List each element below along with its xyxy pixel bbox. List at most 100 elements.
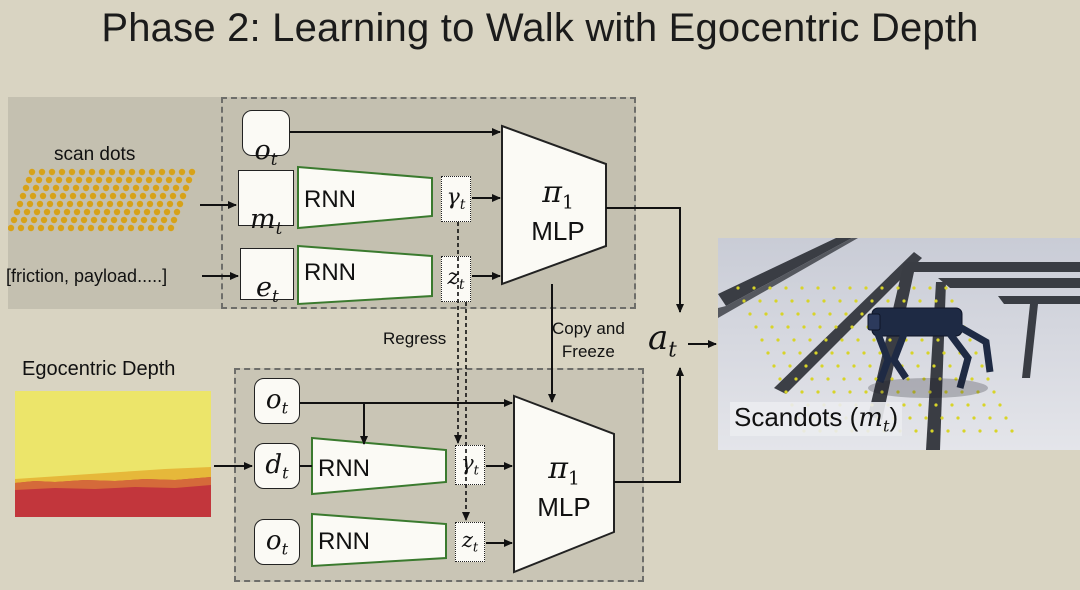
scan-dot xyxy=(165,176,173,184)
sim-scan-dot xyxy=(846,351,850,355)
teacher-gamma-symbol: γt xyxy=(446,185,466,213)
sim-scan-dot xyxy=(832,286,836,290)
sim-scan-dot xyxy=(814,351,818,355)
scan-dot xyxy=(162,184,170,192)
sim-scan-dot xyxy=(792,338,796,342)
egocentric-depth-label: Egocentric Depth xyxy=(22,358,176,380)
sim-scan-dot xyxy=(956,416,960,420)
teacher-policy-label: π1 MLP xyxy=(512,178,604,246)
scan-dot xyxy=(42,184,50,192)
teacher-rnn-bottom-shape xyxy=(297,244,433,306)
scan-dot xyxy=(62,184,70,192)
sim-scan-dot xyxy=(784,286,788,290)
student-rnn-bottom-shape xyxy=(311,512,447,568)
sim-scan-dot xyxy=(820,364,824,368)
teacher-policy-mlp: MLP xyxy=(531,215,585,246)
scan-dot xyxy=(22,184,30,192)
sim-scan-dot xyxy=(908,416,912,420)
sim-scan-dot xyxy=(988,416,992,420)
student-observation-top-box: ot xyxy=(254,378,300,424)
scan-dot xyxy=(93,208,101,216)
sim-scan-dot xyxy=(840,338,844,342)
sim-scan-dot xyxy=(868,364,872,368)
sim-scan-dot xyxy=(830,351,834,355)
scan-dot xyxy=(59,192,67,200)
sim-scan-dot xyxy=(790,299,794,303)
scan-dot xyxy=(50,216,58,224)
sim-scan-dot xyxy=(806,299,810,303)
scan-dot xyxy=(40,216,48,224)
student-z-symbol: zt xyxy=(461,528,479,556)
sim-scan-dot xyxy=(920,338,924,342)
sim-scan-dot xyxy=(852,364,856,368)
sim-scan-dot xyxy=(818,325,822,329)
scan-dot xyxy=(149,192,157,200)
scan-dot xyxy=(30,216,38,224)
scan-dot xyxy=(139,192,147,200)
sim-scan-dot xyxy=(924,416,928,420)
scan-dot xyxy=(159,192,167,200)
scan-dot xyxy=(147,224,155,232)
sim-scan-dot xyxy=(784,390,788,394)
sim-scan-dot xyxy=(902,299,906,303)
sim-scan-dot xyxy=(994,429,998,433)
scan-dot xyxy=(75,176,83,184)
sim-scan-dot xyxy=(810,377,814,381)
scan-dot xyxy=(45,176,53,184)
sim-scan-dot xyxy=(864,286,868,290)
sim-scan-dot xyxy=(928,286,932,290)
scan-dot xyxy=(43,208,51,216)
sim-scan-dot xyxy=(980,364,984,368)
sim-scan-dot xyxy=(758,299,762,303)
sim-scan-dot xyxy=(766,351,770,355)
sim-scan-dot xyxy=(798,351,802,355)
scan-dot xyxy=(112,184,120,192)
scan-dot xyxy=(99,192,107,200)
sim-scan-dot xyxy=(828,312,832,316)
scan-dot xyxy=(87,224,95,232)
scan-dot xyxy=(52,184,60,192)
teacher-rnn-top-shape xyxy=(297,165,433,230)
scan-dot xyxy=(8,224,15,232)
scan-dot xyxy=(182,184,190,192)
scan-dot xyxy=(172,184,180,192)
sim-scan-dot xyxy=(986,377,990,381)
scan-dot xyxy=(65,176,73,184)
sim-scan-dot xyxy=(950,299,954,303)
simulation-caption-symbol: mt xyxy=(858,403,890,436)
sim-scan-dot xyxy=(788,364,792,368)
scan-dot xyxy=(128,168,136,176)
scan-dot xyxy=(115,176,123,184)
scan-dot xyxy=(19,192,27,200)
scan-dot xyxy=(56,200,64,208)
scan-dot xyxy=(158,168,166,176)
sim-scan-dot xyxy=(880,390,884,394)
scan-dot xyxy=(110,216,118,224)
scan-dot xyxy=(20,216,28,224)
teacher-region xyxy=(221,97,636,309)
sim-scan-dot xyxy=(780,312,784,316)
sim-scan-dot xyxy=(934,299,938,303)
scan-dot xyxy=(173,208,181,216)
scan-dot xyxy=(39,192,47,200)
scan-dot xyxy=(82,184,90,192)
sim-scan-dot xyxy=(896,286,900,290)
scan-dot xyxy=(156,200,164,208)
scan-dot xyxy=(175,176,183,184)
sim-scan-dot xyxy=(962,429,966,433)
sim-scan-dot xyxy=(864,390,868,394)
scan-dot xyxy=(38,168,46,176)
scan-dot xyxy=(68,168,76,176)
sim-scan-dot xyxy=(804,364,808,368)
scan-dot xyxy=(170,216,178,224)
sim-scan-dot xyxy=(1004,416,1008,420)
sim-scan-dot xyxy=(800,390,804,394)
scan-dot xyxy=(28,168,36,176)
scan-dot xyxy=(16,200,24,208)
teacher-z-latent-box: zt xyxy=(441,256,471,302)
scan-dot xyxy=(106,200,114,208)
scan-dot xyxy=(118,168,126,176)
scan-dot xyxy=(157,224,165,232)
sim-scan-dot xyxy=(796,312,800,316)
